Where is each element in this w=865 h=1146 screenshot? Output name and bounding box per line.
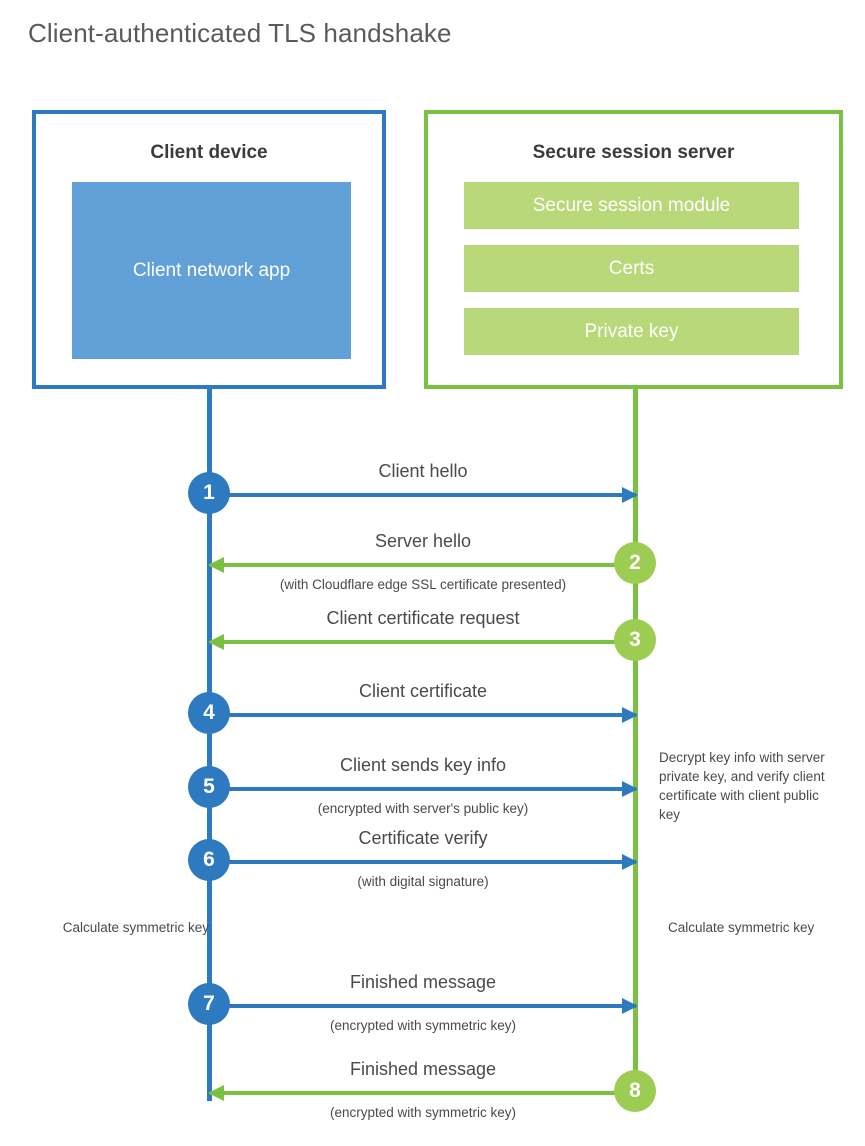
step-number-circle-4: 4 (188, 692, 230, 734)
step-2-arrow-line (210, 563, 636, 567)
step-1-arrow-head-icon (622, 487, 638, 503)
step-number-circle-7: 7 (188, 983, 230, 1025)
step-7-sublabel: (encrypted with symmetric key) (329, 1018, 517, 1033)
step-6-arrow-line (210, 860, 636, 864)
step-number-circle-1: 1 (188, 472, 230, 514)
step-4-arrow-head-icon (622, 707, 638, 723)
step-8-sublabel: (encrypted with symmetric key) (329, 1105, 517, 1120)
step-2-sublabel: (with Cloudflare edge SSL certificate pr… (279, 577, 567, 592)
step-3-arrow-line (210, 640, 636, 644)
client-network-app-block: Client network app (72, 182, 351, 359)
step-8-label: Finished message (349, 1059, 497, 1079)
step-number-circle-3: 3 (614, 619, 656, 661)
page-title: Client-authenticated TLS handshake (28, 18, 452, 48)
step-number-circle-6: 6 (188, 839, 230, 881)
step-3-label: Client certificate request (326, 608, 520, 628)
step-7-label: Finished message (349, 972, 497, 992)
step-3-arrow-head-icon (208, 634, 224, 650)
step-5-sublabel: (encrypted with server's public key) (317, 801, 529, 816)
client-lifeline (207, 389, 212, 1101)
server-component-secure-session-module: Secure session module (464, 182, 799, 229)
server-calculate-symmetric-key-annotation: Calculate symmetric key (668, 920, 815, 935)
step-6-arrow-head-icon (622, 854, 638, 870)
step-5-arrow-head-icon (622, 781, 638, 797)
client-device-title: Client device (150, 142, 268, 163)
step-5-label: Client sends key info (339, 755, 507, 775)
step-number-circle-8: 8 (614, 1070, 656, 1112)
step-4-label: Client certificate (358, 681, 488, 701)
server-component-private-key: Private key (464, 308, 799, 355)
step-7-arrow-line (210, 1004, 636, 1008)
step-number-circle-2: 2 (614, 542, 656, 584)
step-6-label: Certificate verify (358, 828, 488, 848)
client-device-box: Client device Client network app (32, 110, 386, 389)
step-number-circle-5: 5 (188, 766, 230, 808)
server-component-certs: Certs (464, 245, 799, 292)
client-calculate-symmetric-key-annotation: Calculate symmetric key (62, 920, 209, 935)
step-4-arrow-line (210, 713, 636, 717)
step-6-sublabel: (with digital signature) (357, 874, 489, 889)
server-decrypt-annotation: Decrypt key info with server private key… (659, 750, 825, 822)
step-8-arrow-head-icon (208, 1085, 224, 1101)
step-2-arrow-head-icon (208, 557, 224, 573)
step-1-label: Client hello (378, 461, 468, 481)
step-8-arrow-line (210, 1091, 636, 1095)
step-7-arrow-head-icon (622, 998, 638, 1014)
step-2-label: Server hello (374, 531, 472, 551)
secure-session-server-title: Secure session server (532, 142, 735, 163)
server-lifeline (633, 389, 638, 1093)
secure-session-server-box: Secure session server Secure session mod… (424, 110, 843, 389)
step-1-arrow-line (210, 493, 636, 497)
step-5-arrow-line (210, 787, 636, 791)
